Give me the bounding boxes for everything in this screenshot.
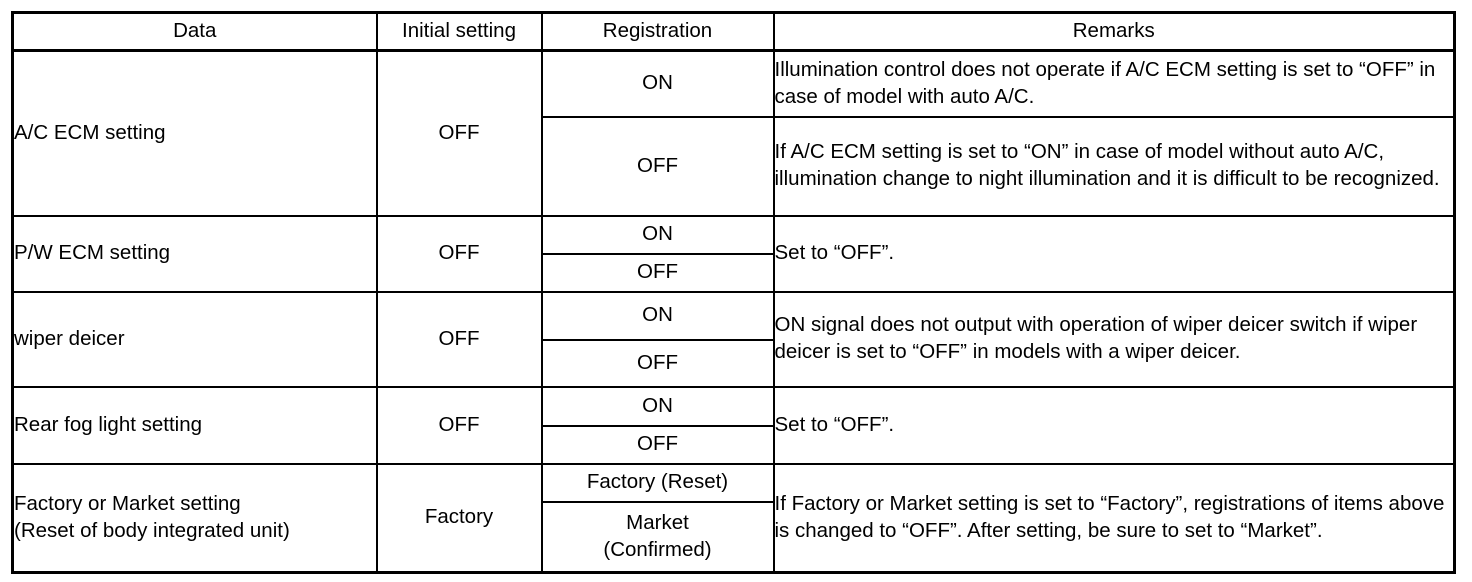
cell-data-wiper-deicer: wiper deicer xyxy=(11,290,378,388)
cell-remarks-wiper-deicer: ON signal does not output with operation… xyxy=(772,290,1456,388)
column-header-data: Data xyxy=(11,11,378,52)
cell-remarks-rear-fog-light: Set to “OFF”. xyxy=(772,385,1456,465)
cell-registration-market-confirmed: Market (Confirmed) xyxy=(540,500,775,574)
cell-registration-rear-fog-light-off: OFF xyxy=(540,424,775,465)
cell-remarks-ac-ecm-on: Illumination control does not operate if… xyxy=(772,49,1456,118)
table-row: OFF xyxy=(13,252,1455,293)
table-row: Market (Confirmed) xyxy=(13,500,1455,574)
cell-registration-rear-fog-light-on: ON xyxy=(540,385,775,427)
cell-initial-setting-rear-fog-light: OFF xyxy=(375,385,543,465)
column-header-initial-setting: Initial setting xyxy=(375,11,543,52)
cell-initial-setting-pw-ecm: OFF xyxy=(375,214,543,293)
cell-registration-wiper-deicer-off: OFF xyxy=(540,338,775,388)
table-row: wiper deicer OFF ON ON signal does not o… xyxy=(11,290,1456,388)
table-row: OFF xyxy=(13,424,1455,465)
cell-data-ac-ecm-setting: A/C ECM setting xyxy=(11,49,378,217)
cell-registration-market-line2: (Confirmed) xyxy=(603,537,712,561)
table-header-row: Data Initial setting Registration Remark… xyxy=(11,11,1456,52)
cell-data-factory-line2: (Reset of body integrated unit) xyxy=(14,518,290,542)
cell-data-factory-line1: Factory or Market setting xyxy=(14,492,241,516)
cell-data-rear-fog-light-setting: Rear fog light setting xyxy=(11,385,378,465)
cell-remarks-pw-ecm: Set to “OFF”. xyxy=(772,214,1456,293)
cell-registration-ac-ecm-on: ON xyxy=(540,49,775,118)
cell-data-factory-or-market-setting: Factory or Market setting (Reset of body… xyxy=(11,462,378,574)
cell-initial-setting-factory-or-market: Factory xyxy=(375,462,543,574)
table-row: OFF xyxy=(13,338,1455,388)
cell-registration-pw-ecm-on: ON xyxy=(540,214,775,255)
column-header-registration: Registration xyxy=(540,11,775,52)
body-integrated-unit-settings-table: Data Initial setting Registration Remark… xyxy=(11,11,1456,574)
cell-remarks-factory-or-market: If Factory or Market setting is set to “… xyxy=(772,462,1456,574)
cell-registration-wiper-deicer-on: ON xyxy=(540,290,775,341)
cell-initial-setting-wiper-deicer: OFF xyxy=(375,290,543,388)
table-row: A/C ECM setting OFF ON Illumination cont… xyxy=(11,49,1456,217)
table-row: P/W ECM setting OFF ON Set to “OFF”. xyxy=(11,214,1456,293)
cell-registration-ac-ecm-off: OFF xyxy=(540,115,775,217)
settings-table-container: Data Initial setting Registration Remark… xyxy=(11,11,1456,574)
column-header-remarks: Remarks xyxy=(772,11,1456,52)
table-row: Rear fog light setting OFF ON Set to “OF… xyxy=(11,385,1456,465)
cell-data-pw-ecm-setting: P/W ECM setting xyxy=(11,214,378,293)
cell-initial-setting-ac-ecm: OFF xyxy=(375,49,543,217)
cell-remarks-ac-ecm-off: If A/C ECM setting is set to “ON” in cas… xyxy=(772,115,1456,217)
table-row: OFF If A/C ECM setting is set to “ON” in… xyxy=(13,115,1456,217)
cell-registration-market-line1: Market xyxy=(626,511,689,535)
cell-registration-pw-ecm-off: OFF xyxy=(540,252,775,293)
table-row: Factory or Market setting (Reset of body… xyxy=(11,462,1456,574)
cell-registration-factory-reset: Factory (Reset) xyxy=(540,462,775,503)
